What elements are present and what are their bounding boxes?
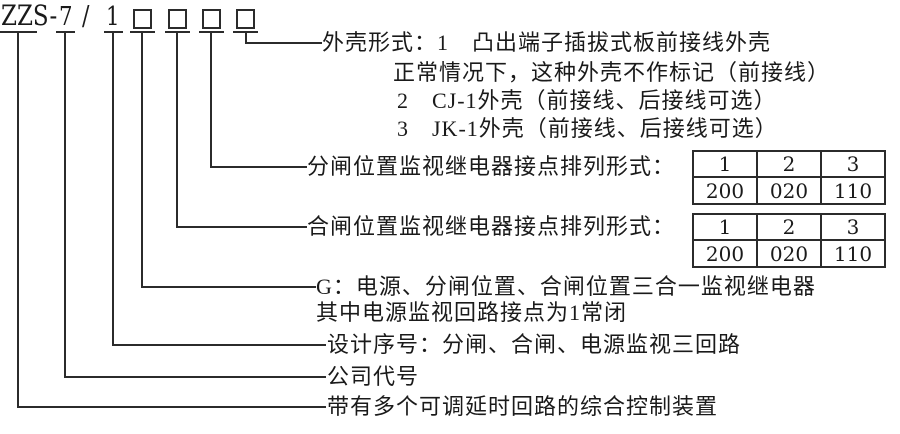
design-serial-label: 设计序号：分闸、合闸、电源监视三回路 (327, 332, 742, 357)
model-code-box-2 (168, 9, 187, 29)
table-cell: 1 (692, 213, 758, 241)
connector-vertical-shell (245, 31, 247, 44)
g-function-line1: G：电源、分闸位置、合闸位置三合一监视继电器 (316, 274, 816, 299)
open-position-contact-table: 1 2 3 200 020 110 (692, 150, 886, 205)
model-code-box-3 (202, 9, 221, 29)
model-code-design-digit: 7 (59, 2, 73, 32)
shell-type-line2: 正常情况下，这种外壳不作标记（前接线） (393, 60, 831, 85)
g-function-line2: 其中电源监视回路接点为1常闭 (316, 300, 628, 325)
table-cell: 110 (820, 239, 886, 268)
connector-horizontal-close (176, 226, 307, 228)
connector-vertical-company (64, 31, 66, 378)
table-cell: 3 (820, 150, 886, 178)
company-code-label: 公司代号 (327, 364, 420, 389)
close-position-contact-table: 1 2 3 200 020 110 (692, 213, 886, 268)
model-code-separator: / (82, 1, 90, 32)
model-code-series-digit: 1 (106, 2, 120, 32)
connector-horizontal-serial (112, 344, 326, 346)
table-cell: 2 (756, 150, 822, 178)
connector-horizontal-company (64, 376, 326, 378)
connector-vertical-g (141, 31, 143, 288)
model-code-prefix: ZZS- (1, 0, 58, 32)
connector-horizontal-g (141, 286, 316, 288)
table-cell: 3 (820, 213, 886, 241)
table-cell: 200 (692, 239, 758, 268)
connector-vertical-device (17, 31, 19, 408)
connector-horizontal-open (210, 166, 307, 168)
table-cell: 020 (756, 176, 822, 205)
table-cell: 2 (756, 213, 822, 241)
device-description-label: 带有多个可调延时回路的综合控制装置 (327, 394, 719, 419)
shell-type-line1: 外壳形式：1 凸出端子插拔式板前接线外壳 (322, 30, 772, 55)
table-cell: 1 (692, 150, 758, 178)
connector-horizontal-shell (245, 42, 322, 44)
close-position-label: 合闸位置监视继电器接点排列形式： (307, 214, 676, 239)
connector-horizontal-device (17, 406, 326, 408)
open-position-label: 分闸位置监视继电器接点排列形式： (307, 154, 676, 179)
connector-vertical-serial (112, 31, 114, 346)
table-cell: 200 (692, 176, 758, 205)
shell-type-line3: 2 CJ-1外壳（前接线、后接线可选） (397, 88, 777, 113)
shell-type-line4: 3 JK-1外壳（前接线、后接线可选） (397, 116, 778, 141)
model-code-box-1 (133, 9, 152, 29)
connector-vertical-open (210, 31, 212, 168)
table-cell: 110 (820, 176, 886, 205)
model-code-box-4 (236, 9, 255, 29)
connector-vertical-close (176, 31, 178, 228)
table-cell: 020 (756, 239, 822, 268)
